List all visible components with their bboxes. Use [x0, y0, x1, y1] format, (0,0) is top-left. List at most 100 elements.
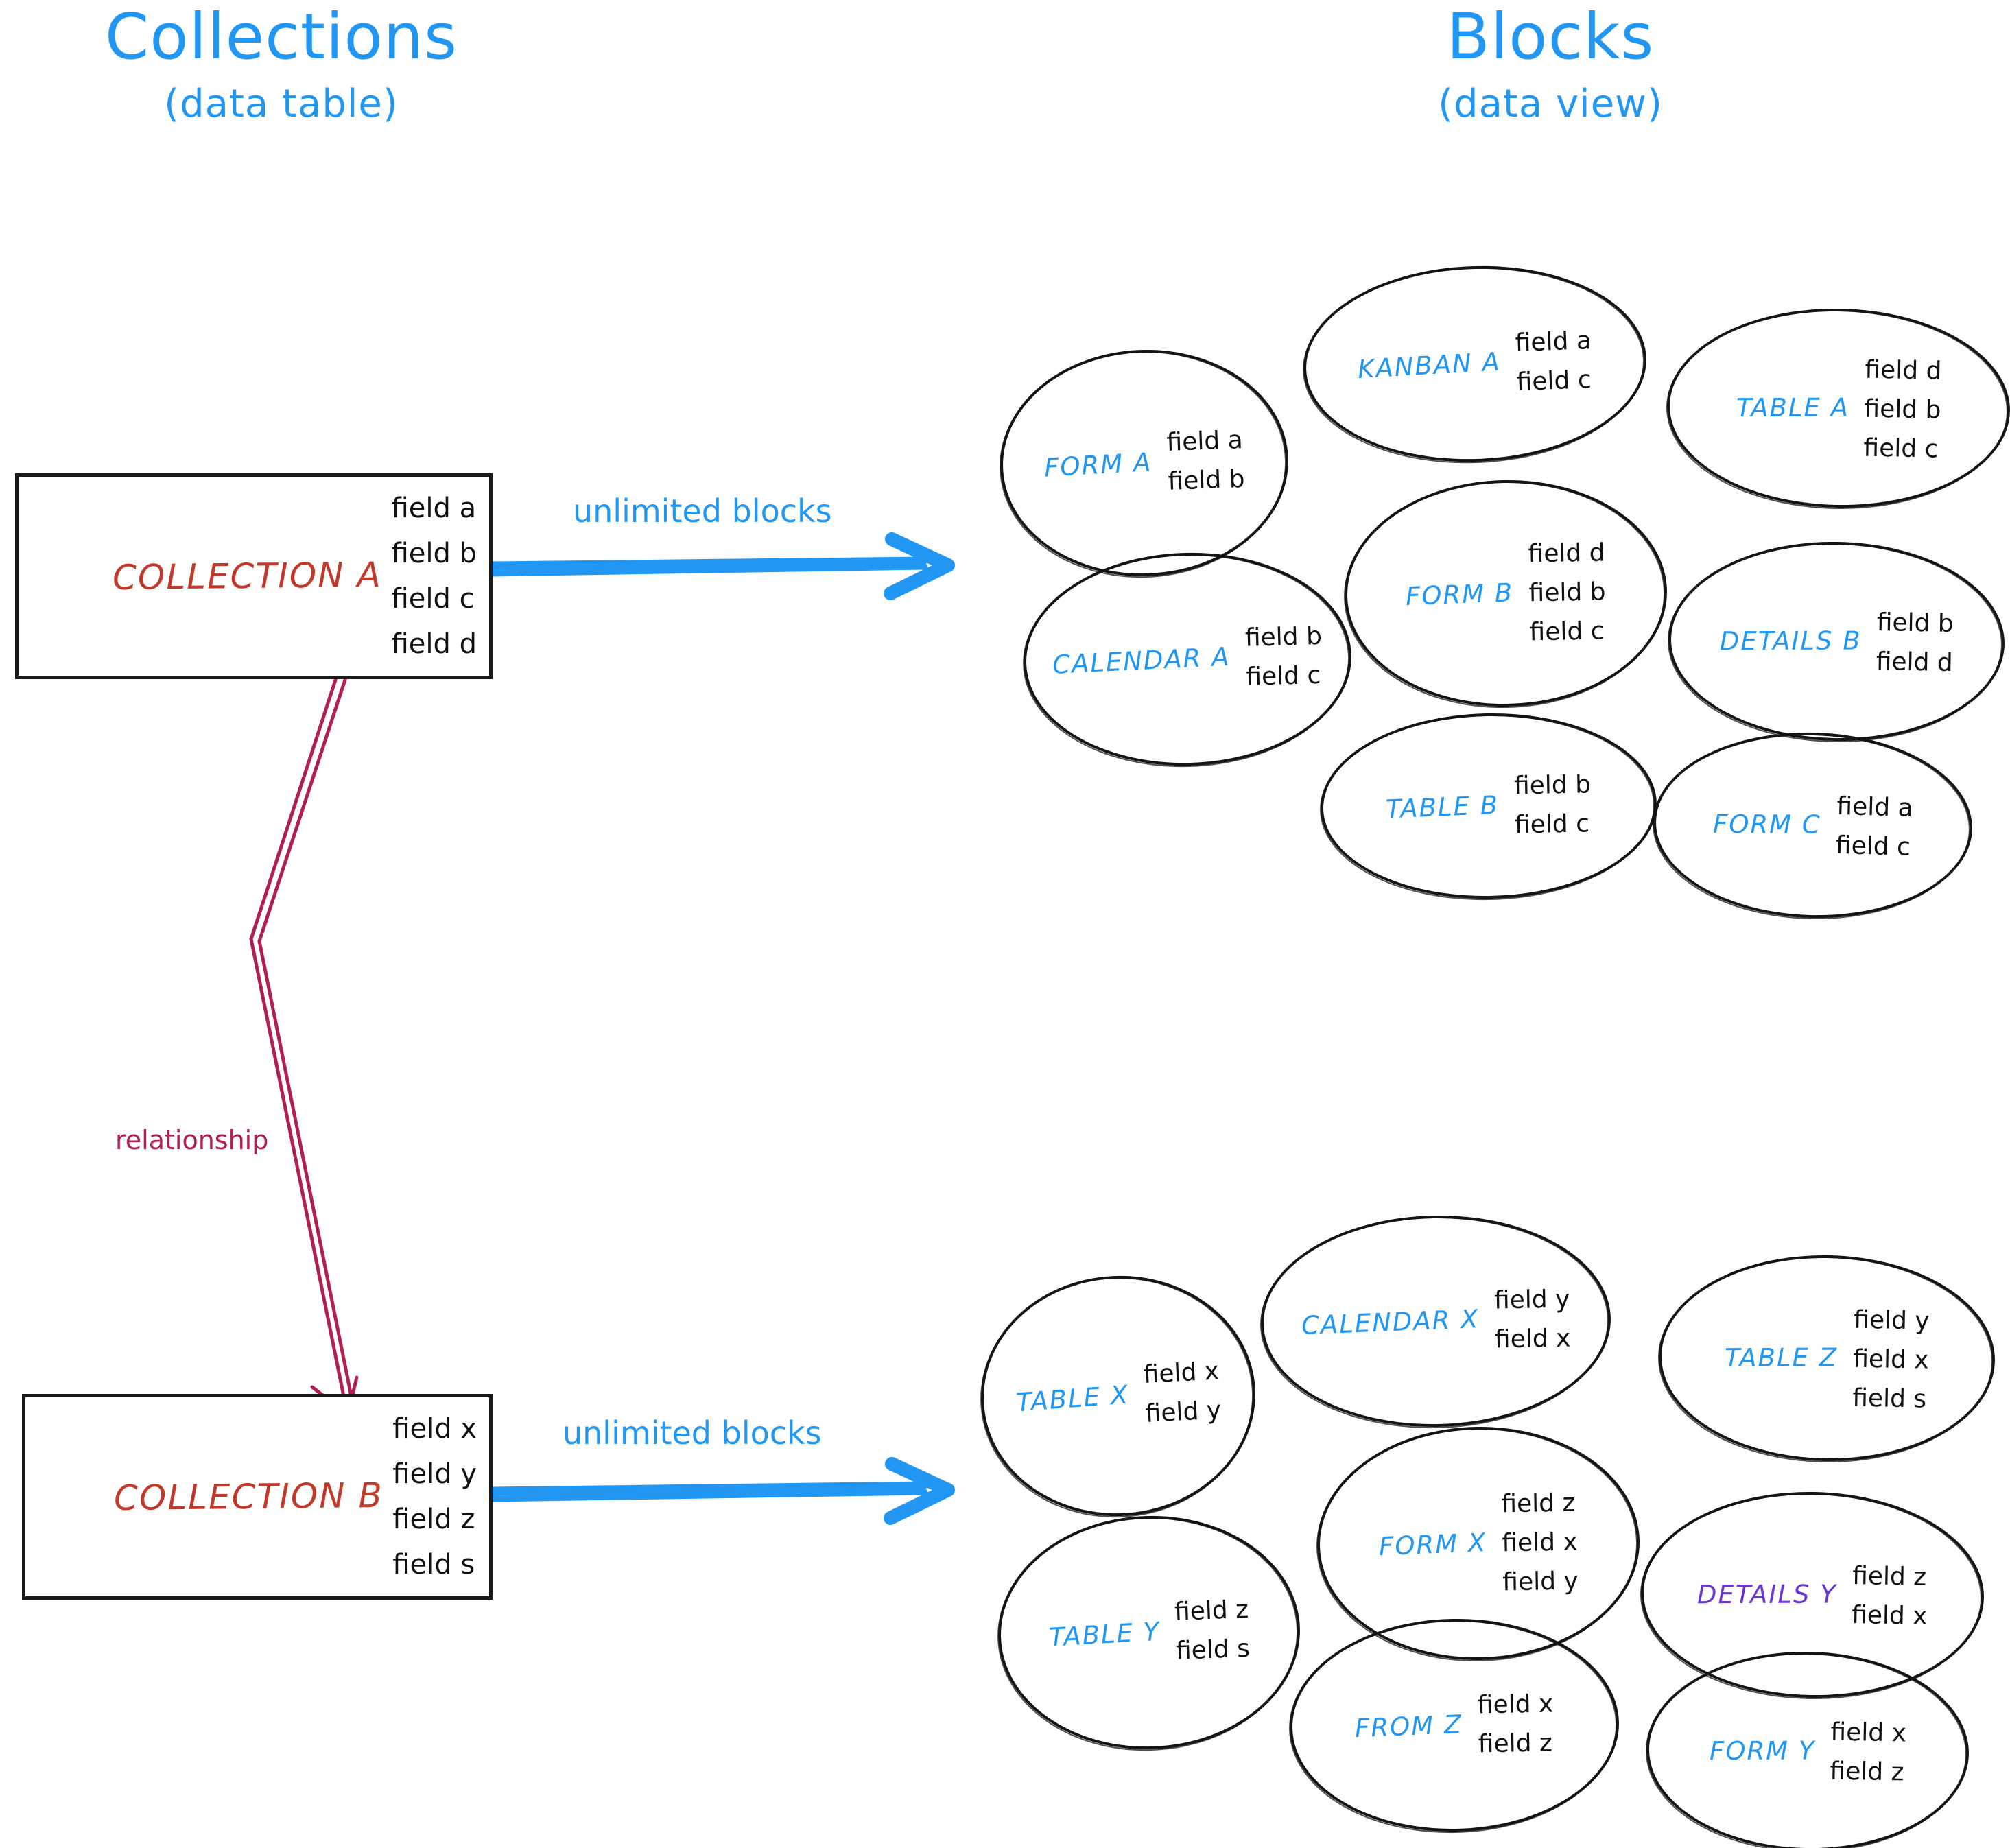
field-item: field c — [1245, 661, 1321, 691]
field-item: field b — [1528, 577, 1606, 607]
relationship-label: relationship — [115, 1125, 269, 1155]
field-item: field b — [1876, 608, 1954, 638]
field-item: field c — [1863, 434, 1939, 464]
block-label: FROM Z — [1354, 1709, 1464, 1743]
field-item: field z — [1830, 1757, 1904, 1787]
block-fields: field x field z — [1477, 1690, 1554, 1758]
block-fields: field z field x field y — [1501, 1489, 1579, 1596]
field-item: field s — [1852, 1384, 1927, 1414]
block-label: TABLE Y — [1048, 1616, 1161, 1652]
field-item: field y — [1502, 1566, 1579, 1596]
block-fields: field x field y — [1143, 1357, 1222, 1428]
field-item: field x — [1852, 1344, 1930, 1375]
field-item: field z — [1174, 1595, 1249, 1626]
field-item: field y — [1853, 1305, 1930, 1336]
field-item: field b — [391, 538, 477, 569]
block-table-y[interactable]: TABLE Y field z field s — [994, 1511, 1304, 1755]
block-label: TABLE B — [1385, 790, 1500, 824]
block-fields: field a field b — [1166, 426, 1245, 496]
block-label: FORM Y — [1709, 1736, 1816, 1766]
collection-a-name: COLLECTION A — [112, 554, 382, 598]
field-item: field a — [1515, 326, 1592, 357]
field-item: field x — [1501, 1527, 1579, 1557]
field-item: field z — [1478, 1729, 1553, 1759]
field-item: field d — [1876, 648, 1954, 677]
block-fields: field y field x field s — [1852, 1305, 1930, 1413]
collection-b-box[interactable]: COLLECTION B field x field y field z fie… — [22, 1394, 493, 1600]
block-form-c[interactable]: FORM C field a field c — [1651, 728, 1975, 923]
unlimited-blocks-label-a: unlimited blocks — [573, 493, 832, 530]
block-form-a[interactable]: FORM A field a field b — [996, 344, 1292, 582]
block-label: DETAILS Y — [1696, 1578, 1837, 1609]
collection-b-name: COLLECTION B — [113, 1475, 383, 1519]
block-fields: field a field c — [1515, 327, 1594, 396]
field-item: field y — [392, 1458, 477, 1490]
collection-b-fields: field x field y field z field s — [392, 1413, 477, 1580]
field-item: field x — [1830, 1718, 1907, 1748]
field-item: field s — [392, 1549, 475, 1580]
block-table-a[interactable]: TABLE A field d field b field c — [1665, 305, 2010, 511]
unlimited-blocks-label-b: unlimited blocks — [563, 1414, 822, 1452]
block-label: FORM X — [1378, 1527, 1488, 1561]
field-item: field z — [1852, 1562, 1927, 1591]
block-label: TABLE Z — [1725, 1342, 1838, 1373]
block-fields: field z field s — [1174, 1596, 1250, 1666]
block-fields: field z field x — [1852, 1562, 1928, 1631]
block-from-z[interactable]: FROM Z field x field z — [1288, 1615, 1621, 1835]
block-label: TABLE X — [1015, 1379, 1131, 1417]
field-item: field d — [1865, 355, 1942, 386]
block-calendar-x[interactable]: CALENDAR X field y field x — [1259, 1212, 1613, 1430]
block-form-y[interactable]: FORM Y field x field z — [1644, 1648, 1971, 1848]
block-label: FORM B — [1405, 577, 1515, 611]
block-details-b[interactable]: DETAILS B field b field d — [1666, 538, 2007, 744]
field-item: field b — [1244, 621, 1323, 652]
collections-subtitle: (data table) — [164, 81, 399, 126]
field-item: field z — [392, 1504, 475, 1535]
block-fields: field y field x — [1494, 1286, 1571, 1354]
block-kanban-a[interactable]: KANBAN A field a field c — [1300, 260, 1650, 468]
block-label: TABLE A — [1736, 392, 1849, 423]
block-fields: field b field c — [1244, 622, 1323, 691]
field-item: field d — [391, 628, 477, 660]
block-table-x[interactable]: TABLE X field x field y — [975, 1268, 1262, 1524]
field-item: field x — [1477, 1690, 1554, 1720]
block-fields: field b field c — [1514, 770, 1592, 839]
collections-heading: Collections (data table) — [21, 0, 542, 127]
field-item: field b — [1864, 394, 1941, 425]
block-calendar-a[interactable]: CALENDAR A field b field c — [1021, 548, 1354, 770]
block-fields: field d field b field c — [1528, 538, 1607, 646]
field-item: field x — [392, 1413, 477, 1445]
block-fields: field x field z — [1830, 1718, 1906, 1787]
field-item: field b — [1167, 464, 1246, 496]
block-table-z[interactable]: TABLE Z field y field x field s — [1657, 1252, 1997, 1465]
block-fields: field d field b field c — [1863, 355, 1942, 463]
field-item: field c — [1835, 831, 1911, 862]
field-item: field d — [1528, 538, 1605, 568]
field-item: field a — [1166, 425, 1244, 457]
field-item: field c — [1514, 809, 1590, 840]
block-label: DETAILS B — [1719, 625, 1862, 656]
field-item: field s — [1175, 1634, 1251, 1666]
field-item: field x — [1851, 1601, 1928, 1631]
field-item: field a — [391, 493, 477, 524]
relationship-connector — [249, 673, 369, 1422]
field-item: field x — [1494, 1324, 1571, 1354]
block-label: CALENDAR X — [1301, 1303, 1480, 1340]
block-label: FORM C — [1712, 809, 1821, 840]
unlimited-blocks-arrow-b — [488, 1457, 955, 1525]
block-form-b[interactable]: FORM B field d field b field c — [1343, 477, 1669, 710]
block-table-b[interactable]: TABLE B field b field c — [1319, 710, 1659, 902]
field-item: field c — [1529, 617, 1605, 646]
blocks-title: Blocks — [1446, 0, 1655, 73]
block-label: FORM A — [1043, 447, 1153, 483]
field-item: field c — [391, 583, 475, 615]
collection-a-fields: field a field b field c field d — [392, 493, 477, 660]
block-label: KANBAN A — [1357, 346, 1502, 385]
collection-a-box[interactable]: COLLECTION A field a field b field c fie… — [15, 473, 493, 679]
field-item: field x — [1142, 1357, 1220, 1390]
field-item: field z — [1501, 1489, 1576, 1518]
block-fields: field b field d — [1876, 608, 1954, 677]
field-item: field c — [1515, 365, 1592, 396]
unlimited-blocks-arrow-a — [488, 532, 955, 600]
